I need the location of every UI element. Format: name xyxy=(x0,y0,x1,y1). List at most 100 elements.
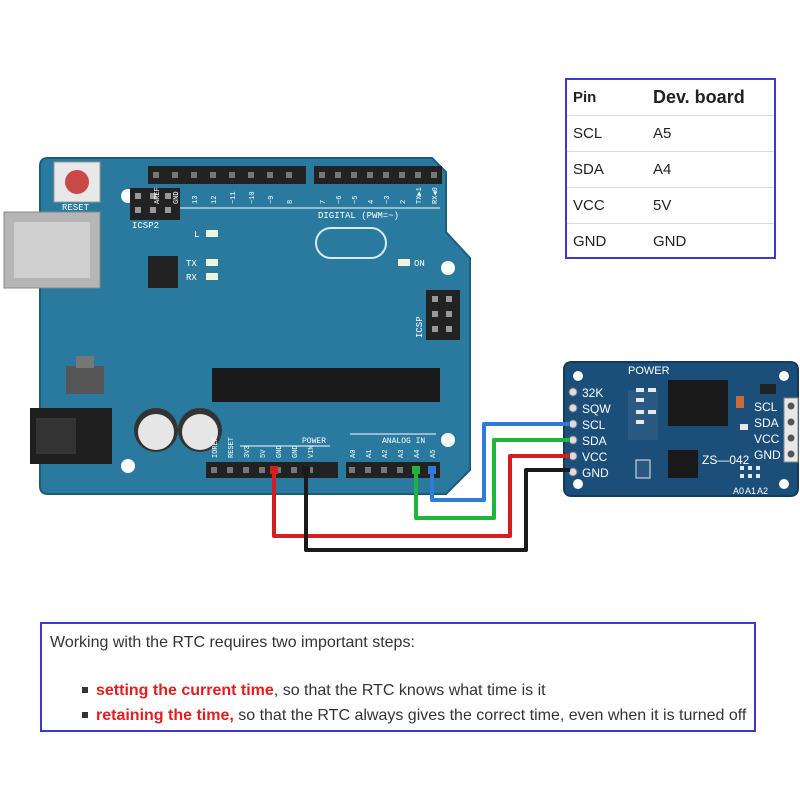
power-pin-label: GND xyxy=(292,445,300,458)
rtc-model-label: ZS—042 xyxy=(702,453,750,467)
header-pin-hole xyxy=(267,172,273,178)
analog-pin-label: A3 xyxy=(398,450,406,458)
analog-pin-label: A1 xyxy=(366,450,374,458)
header-pin-hole xyxy=(349,467,355,473)
power-pin-label: RESET xyxy=(228,437,236,458)
cell-pin: SDA xyxy=(567,151,647,188)
analog-pin-label: A5 xyxy=(430,450,438,458)
header-pin-hole xyxy=(291,467,297,473)
rtc-left-pin-label: GND xyxy=(582,466,609,480)
power-header-label: POWER xyxy=(302,437,326,446)
bullet-icon xyxy=(82,711,88,718)
note-title: Working with the RTC requires two import… xyxy=(50,634,415,651)
rtc-pin xyxy=(568,467,578,477)
header-pin-hole xyxy=(259,467,265,473)
rtc-address-label: A2 xyxy=(757,486,768,496)
step-highlight: retaining the time, xyxy=(96,707,234,724)
rtc-right-header xyxy=(783,397,799,463)
header-pin-hole xyxy=(383,172,389,178)
header-pin-hole xyxy=(367,172,373,178)
header-pin-hole xyxy=(351,172,357,178)
wire-red-vcc xyxy=(272,454,570,538)
power-pin-label: 5V xyxy=(260,449,268,458)
header-pin-hole xyxy=(211,467,217,473)
header-pin-hole xyxy=(335,172,341,178)
rtc-left-pin-label: SDA xyxy=(582,434,607,448)
digital-pin-label: ~3 xyxy=(384,196,392,204)
bullet-icon xyxy=(82,686,88,693)
cell-pin: SCL xyxy=(567,115,647,152)
cell-board: 5V xyxy=(647,187,774,224)
digital-label: DIGITAL (PWM=~) xyxy=(318,211,399,221)
header-pin-hole xyxy=(248,172,254,178)
rtc-pin xyxy=(787,450,795,458)
power-pin-label: GND xyxy=(276,445,284,458)
rtc-pin xyxy=(787,418,795,426)
step-highlight: setting the current time xyxy=(96,682,274,699)
header-pin-hole xyxy=(210,172,216,178)
analog-pin-label: A2 xyxy=(382,450,390,458)
digital-pin-label: GND xyxy=(173,191,181,204)
rtc-module xyxy=(563,361,799,497)
led-tx-label: TX xyxy=(186,259,197,269)
cell-pin: VCC xyxy=(567,187,647,224)
rtc-right-pin-label: VCC xyxy=(754,432,780,446)
list-item: retaining the time, so that the RTC alwa… xyxy=(82,703,746,728)
header-pin-hole xyxy=(243,467,249,473)
wire-blue-scl xyxy=(430,422,570,502)
cell-pin: GND xyxy=(573,233,607,250)
wire-black-gnd xyxy=(304,468,570,552)
rtc-pin xyxy=(568,387,578,397)
header-pin-hole xyxy=(319,172,325,178)
table-header-row: Pin Dev. board xyxy=(567,80,774,116)
rtc-left-pin-label: SCL xyxy=(582,418,606,432)
led-l-label: L xyxy=(194,230,199,240)
header-pin-hole xyxy=(381,467,387,473)
led-on-label: ON xyxy=(414,259,425,269)
digital-pin-label: TX▶1 xyxy=(416,187,424,204)
header-pin-hole xyxy=(153,172,159,178)
digital-pin-label: AREF xyxy=(154,187,162,204)
power-pin-label: VIN xyxy=(308,445,316,458)
analog-pin-label: A0 xyxy=(350,450,358,458)
steps-note: Working with the RTC requires two import… xyxy=(40,622,756,732)
digital-pin-label: 13 xyxy=(192,196,200,204)
header-pin-hole xyxy=(415,172,421,178)
digital-pin-label: ~9 xyxy=(268,196,276,204)
header-pin-hole xyxy=(191,172,197,178)
digital-pin-label: ~10 xyxy=(249,191,257,204)
list-item: setting the current time, so that the RT… xyxy=(82,678,746,703)
steps-list: setting the current time, so that the RT… xyxy=(82,678,746,728)
rtc-pin xyxy=(568,419,578,429)
rtc-pin xyxy=(568,403,578,413)
rtc-right-pin-label: GND xyxy=(754,448,781,462)
header-pin-hole xyxy=(227,467,233,473)
rtc-address-label: A0 xyxy=(733,486,744,496)
reset-label: RESET xyxy=(62,203,90,213)
rtc-pin xyxy=(568,435,578,445)
digital-pin-label: 7 xyxy=(320,200,328,204)
digital-pin-label: 2 xyxy=(400,200,408,204)
digital-pin-label: RX◀0 xyxy=(432,187,440,204)
rtc-power-label: POWER xyxy=(628,365,670,377)
rtc-left-pin-label: VCC xyxy=(582,450,608,464)
digital-pin-label: 12 xyxy=(211,196,219,204)
header-pin-hole xyxy=(431,172,437,178)
header-dev-board: Dev. board xyxy=(647,80,774,116)
rtc-address-label: A1 xyxy=(745,486,756,496)
rtc-pin xyxy=(787,434,795,442)
cell-board: A5 xyxy=(647,115,774,152)
rtc-pin xyxy=(787,402,795,410)
header-pin-hole xyxy=(172,172,178,178)
icsp2-label: ICSP2 xyxy=(132,221,159,231)
rtc-left-pin-label: SQW xyxy=(582,402,611,416)
header-pin-hole xyxy=(286,172,292,178)
arduino-board xyxy=(3,157,471,495)
header-pin-hole xyxy=(365,467,371,473)
